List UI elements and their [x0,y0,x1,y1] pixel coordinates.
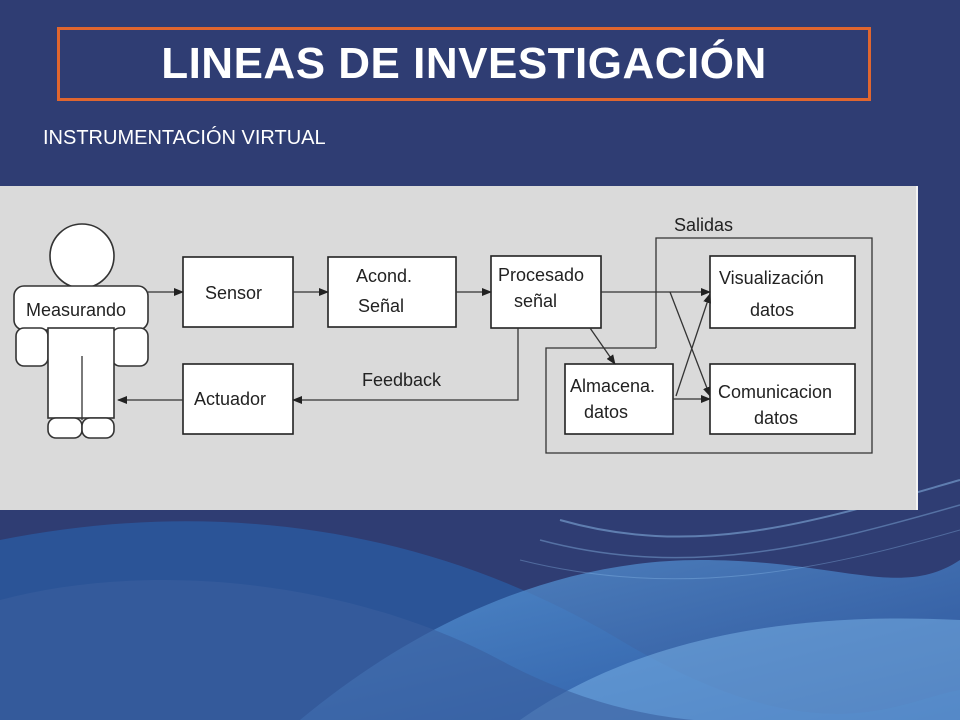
acond-label-line1: Acond. [356,266,412,286]
visualizacion-datos-block [709,255,856,329]
almacena-datos-block [564,363,674,435]
procesado-label-line1: Procesado [498,265,584,285]
visualizacion-label-line1: Visualización [719,268,824,288]
procesado-senal-block [490,255,602,329]
salidas-outline [545,237,873,454]
feedback-label: Feedback [362,370,442,390]
actuador-label: Actuador [194,389,266,409]
measurando-label: Measurando [26,300,126,320]
subtitle: INSTRUMENTACIÓN VIRTUAL [43,127,326,149]
acond-senal-block [327,256,457,328]
almacena-label-line2: datos [584,402,628,422]
comunicacion-label-line1: Comunicacion [718,382,832,402]
arrow-cross-to-comunicacion [669,291,711,397]
arrow-cross-to-visualizacion [675,293,711,397]
person-figure [13,223,149,439]
acond-label-line2: Señal [358,296,404,316]
diagram-panel: Measurando Sensor Acond. Señal Procesado… [0,186,918,510]
sensor-label: Sensor [205,283,262,303]
comunicacion-datos-block [709,363,856,435]
visualizacion-label-line2: datos [750,300,794,320]
arrow-procesado-almacena [589,327,616,365]
comunicacion-label-line2: datos [754,408,798,428]
block-diagram: Measurando Sensor Acond. Señal Procesado… [13,215,873,454]
procesado-label-line2: señal [514,291,557,311]
page-title: LINEAS DE INVESTIGACIÓN [161,39,767,88]
almacena-label-line1: Almacena. [570,376,655,396]
title-box: LINEAS DE INVESTIGACIÓN [57,27,871,101]
salidas-label: Salidas [674,215,733,235]
feedback-path [292,328,519,404]
sensor-block [182,256,294,328]
actuador-block [182,363,294,435]
